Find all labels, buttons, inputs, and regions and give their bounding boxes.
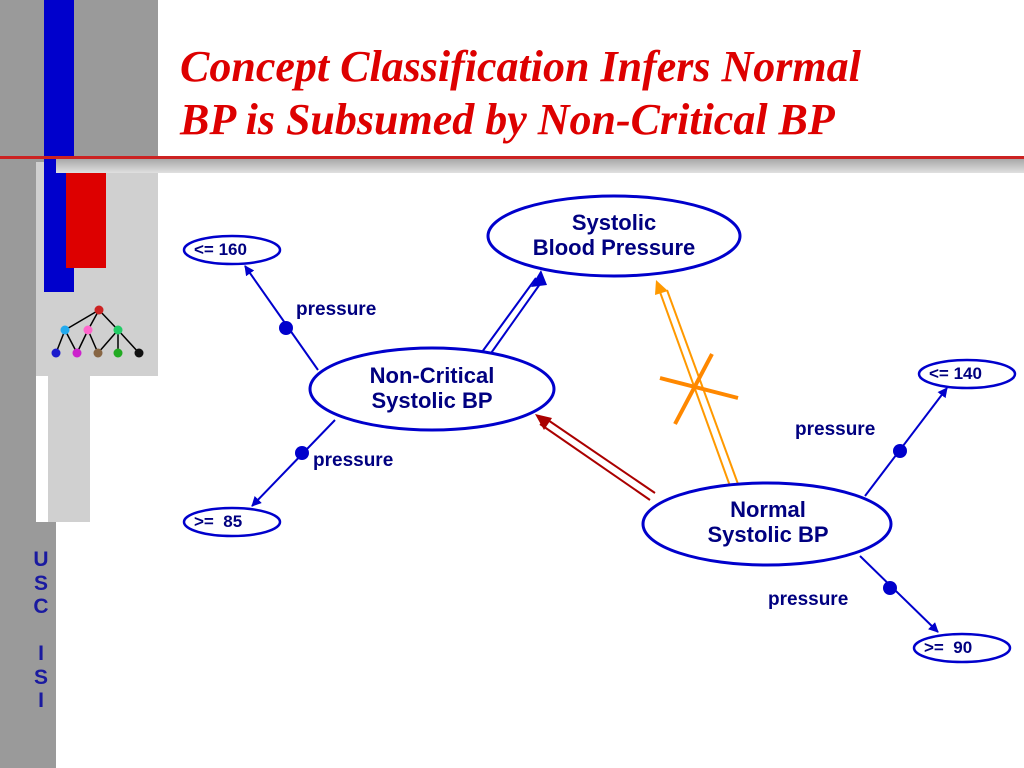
arrowhead (535, 414, 552, 430)
node-non-critical-shape (308, 346, 556, 432)
role-dot (893, 444, 907, 458)
value-nc-upper: <= 160 (194, 240, 247, 259)
node-label: Systolic (571, 210, 657, 235)
slide-title-line1: Concept Classification Infers Normal (180, 42, 861, 91)
side-bottom-strip (18, 522, 56, 768)
cross-out-mark (659, 376, 739, 400)
role-edge-nc-lower (251, 419, 336, 507)
node-label: Blood Pressure (532, 235, 696, 260)
side-letter: I (38, 689, 44, 712)
value-nc-lower: >= 85 (194, 512, 243, 531)
role-label-normal-upper: pressure (795, 419, 876, 440)
value-normal-upper-shape (917, 358, 1017, 390)
side-letter: C (33, 595, 49, 618)
edge-noncritical-to-systolic (481, 270, 547, 357)
side-letter: U (33, 548, 49, 571)
value-nc-upper-shape (182, 234, 282, 266)
edge-normal-to-systolic-rejected (655, 280, 739, 487)
slide-title: Concept Classification Infers Normal BP … (180, 40, 1020, 146)
role-dot (279, 321, 293, 335)
side-red-block (66, 172, 106, 268)
role-dot (295, 446, 309, 460)
node-systolic-bp: Systolic Blood Pressure (494, 210, 734, 260)
arrowhead (655, 280, 668, 295)
value-nc-lower-shape (182, 506, 282, 538)
node-systolic-bp-shape (486, 194, 742, 278)
side-letter: S (33, 665, 48, 689)
role-edge-nc-upper (244, 265, 319, 371)
node-normal-shape (641, 481, 893, 567)
node-label: Non-Critical (369, 363, 495, 388)
side-lower-panel (48, 376, 90, 522)
node-label: Systolic BP (371, 388, 493, 413)
arrowhead (531, 270, 547, 287)
hierarchy-tree-icon (51, 305, 144, 358)
header-divider-shadow (56, 159, 1024, 173)
value-normal-lower: >= 90 (924, 638, 973, 657)
node-label: Normal (730, 497, 806, 522)
node-normal: Normal Systolic BP (648, 497, 888, 547)
value-normal-upper: <= 140 (929, 364, 982, 383)
role-dot (883, 581, 897, 595)
cross-out-mark (673, 353, 714, 425)
side-letter: S (33, 571, 48, 595)
side-letter: I (38, 642, 44, 665)
header-divider (0, 156, 1024, 159)
role-edge-normal-upper (864, 387, 948, 497)
role-label-nc-lower: pressure (313, 450, 394, 471)
role-edge-normal-lower (859, 555, 939, 633)
slide-title-line2: BP is Subsumed by Non-Critical BP (180, 95, 835, 144)
edge-normal-to-noncritical (535, 414, 656, 501)
node-non-critical: Non-Critical Systolic BP (312, 363, 552, 413)
value-normal-lower-shape (912, 632, 1012, 664)
node-label: Systolic BP (707, 522, 829, 547)
role-label-normal-lower: pressure (768, 589, 849, 610)
usc-isi-label: U S C I S I (18, 548, 64, 713)
role-label-nc-upper: pressure (296, 299, 377, 320)
